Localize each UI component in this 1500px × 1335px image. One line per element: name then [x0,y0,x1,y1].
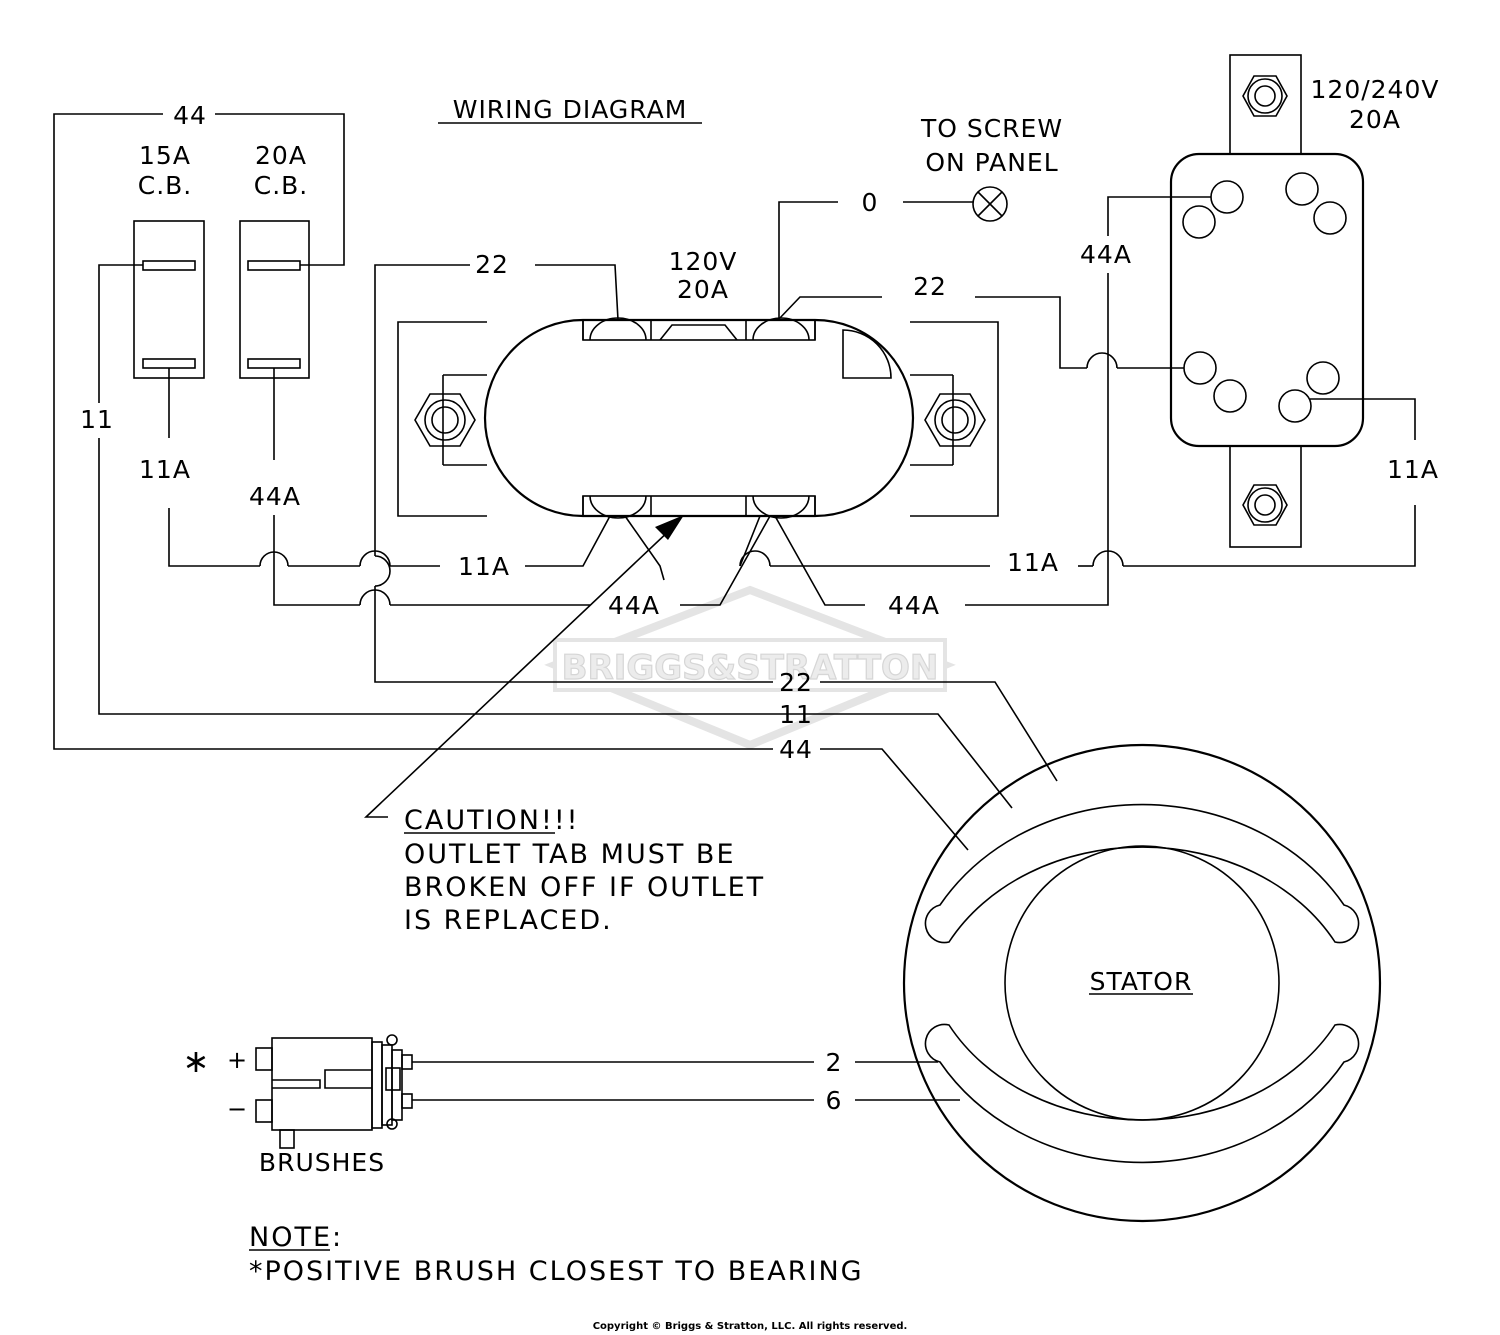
breaker-20a-type: C.B. [254,171,309,200]
outlet-120v: 120V 20A [397,247,999,519]
copyright: Copyright © Briggs & Stratton, LLC. All … [593,1321,908,1332]
label-wire-44-bottom: 44 [779,735,813,764]
outlet-nut-right [924,393,986,447]
label-wire-44a-mid-right: 44A [888,591,940,620]
outlet-240v-nut-top [1242,75,1288,117]
label-wire-22-right: 22 [913,272,947,301]
outlet-nut-left [414,393,476,447]
label-wire-44a-breaker: 44A [249,482,301,511]
outlet-240v: 120/240V 20A [1169,54,1440,548]
caution-arrow [363,515,684,818]
caution-line2: BROKEN OFF IF OUTLET [404,872,765,903]
wire-11 [98,264,1013,809]
note-text: *POSITIVE BRUSH CLOSEST TO BEARING [249,1256,864,1287]
label-wire-44: 44 [173,101,207,130]
diagram-title: WIRING DIAGRAM [453,95,688,124]
panel-screw-icon [972,186,1008,222]
label-wire-11-left: 11 [80,405,114,434]
label-wire-44a-outlet: 44A [1080,240,1132,269]
breaker-20a-rating: 20A [255,141,307,170]
label-wire-11-bottom: 11 [779,700,813,729]
caution-note: CAUTION!!! OUTLET TAB MUST BE BROKEN OFF… [404,805,765,936]
label-wire-22-bottom: 22 [779,668,813,697]
label-wire-11a-right: 11A [1387,455,1439,484]
label-wire-22-left: 22 [475,250,509,279]
screw-note-line1: TO SCREW [920,114,1063,143]
wire-11a [168,368,1416,567]
brushes-asterisk: ∗ [183,1042,210,1080]
caution-line1: OUTLET TAB MUST BE [404,839,736,870]
outlet-120v-amps: 20A [677,275,729,304]
outlet-240v-nut-bottom [1242,484,1288,526]
label-wire-11a-mid-left: 11A [458,552,510,581]
label-wire-0: 0 [862,188,879,217]
label-wire-11a-breaker: 11A [139,455,191,484]
caution-line3: IS REPLACED. [404,905,613,936]
brushes-minus: − [227,1095,247,1123]
outlet-240v-volts: 120/240V [1311,75,1440,104]
wire-0 [778,201,973,320]
breaker-15a: 15A C.B. [133,141,205,379]
wire-44 [53,113,969,851]
note-heading: NOTE: [249,1222,343,1253]
brushes: ∗ + − BRUSHES [183,1034,413,1177]
label-wire-2: 2 [826,1048,843,1077]
screw-note-line2: ON PANEL [925,148,1058,177]
breaker-20a: 20A C.B. [239,141,310,379]
stator-label: STATOR [1090,967,1193,996]
label-wire-44a-mid-left: 44A [608,591,660,620]
outlet-120v-volts: 120V [669,247,738,276]
stator: STATOR [902,743,1382,1223]
label-wire-11a-mid-right: 11A [1007,548,1059,577]
breaker-15a-type: C.B. [138,171,193,200]
brushes-plus: + [227,1046,247,1074]
breaker-15a-rating: 15A [139,141,191,170]
brushes-label: BRUSHES [259,1148,385,1177]
wire-44a [273,196,1211,606]
wire-22 [374,264,1184,782]
outlet-240v-amps: 20A [1349,105,1401,134]
label-wire-6: 6 [826,1086,843,1115]
caution-heading: CAUTION!!! [404,805,579,836]
